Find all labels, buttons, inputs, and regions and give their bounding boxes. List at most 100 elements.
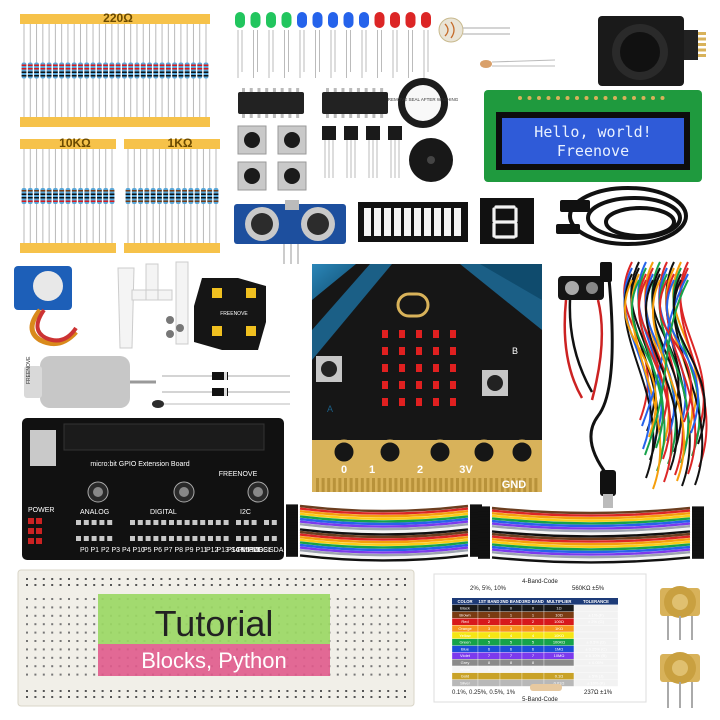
resistor-body (163, 188, 169, 204)
microbit-led (399, 330, 405, 338)
chart-cell: 6 (488, 646, 491, 651)
transistor (388, 126, 402, 140)
resistor-body (109, 188, 115, 204)
gpio-pin-label: P8 (175, 547, 184, 554)
gpio-board-brand: FREENOVE (219, 471, 258, 478)
transistor (366, 126, 380, 140)
chart-cell: 100KΩ (553, 640, 565, 645)
resistor-body (175, 188, 181, 204)
resistor-body (178, 62, 184, 79)
servo-horns (117, 261, 189, 349)
resistor-body (194, 188, 200, 204)
led (281, 12, 292, 28)
resistor-body (197, 62, 203, 79)
joystick-module (598, 16, 706, 86)
microbit-led (433, 364, 439, 372)
resistor-body (128, 62, 134, 79)
resistor-body (144, 188, 150, 204)
chart-cell: 2 (510, 619, 513, 624)
microbit-led (433, 330, 439, 338)
chart-header: 2ND BAND (500, 599, 522, 604)
microbit-pin-label: 1 (369, 464, 375, 476)
gpio-pin-label: P14 MISO (227, 547, 260, 554)
chart-cell: 6 (510, 646, 513, 651)
chart-bottom-label: 5-Band-Code (522, 697, 558, 703)
chart-cell: 0 (510, 606, 513, 611)
chart-cell: Violet (460, 653, 471, 658)
microbit-led (433, 347, 439, 355)
chart-top-right-label: 560KΩ ±5% (572, 586, 605, 592)
button-b-label: B (512, 346, 518, 356)
chart-cell: 8 (488, 660, 491, 665)
chart-top-label: 4-Band-Code (522, 579, 558, 585)
chart-cell: 1Ω (556, 606, 561, 611)
chart-cell: Brown (459, 612, 470, 617)
microbit-led (433, 381, 439, 389)
ultrasonic-sensor (234, 200, 346, 264)
microbit-board: A B (312, 264, 542, 492)
microbit-led (416, 398, 422, 406)
microbit-pin-label: 0 (341, 464, 347, 476)
chart-cell: 10KΩ (554, 633, 564, 638)
resistor-body (125, 188, 131, 204)
chart-cell: 4 (488, 633, 491, 638)
led (359, 12, 369, 28)
resistor-body (103, 188, 109, 204)
microbit-led (416, 330, 422, 338)
gpio-pin-label: P3 (112, 547, 121, 554)
potentiometer-2 (660, 652, 700, 708)
resistor-body (140, 62, 146, 79)
led (374, 12, 385, 28)
resistor-body (150, 188, 156, 204)
battery-clip (558, 276, 604, 401)
section-i2c: I2C (240, 509, 251, 516)
gpio-pin-label: P6 (154, 547, 163, 554)
tutorial-title: Tutorial (155, 603, 274, 644)
resistor-body (203, 62, 209, 79)
gpio-pin-label: P1 (91, 547, 100, 554)
resistor-body (157, 188, 162, 204)
microbit-led (416, 364, 422, 372)
microbit-led (399, 364, 405, 372)
led-row (235, 12, 431, 78)
chart-cell: 4 (532, 633, 535, 638)
chart-header: TOLERANCE (583, 599, 609, 604)
led (250, 12, 261, 28)
chart-cell: 1 (488, 612, 491, 617)
resistor-body (122, 62, 127, 79)
microbit-led (450, 364, 456, 372)
transistor (322, 126, 336, 140)
chart-cell: 10MΩ (554, 653, 565, 658)
tactile-button (237, 125, 267, 155)
active-buzzer: REMOVE SEAL AFTER WASHING (388, 78, 459, 128)
chart-cell: 1 (532, 612, 535, 617)
gpio-pin-label: P2 (101, 547, 110, 554)
resistor-body (78, 62, 83, 79)
breadboard: Tutorial Blocks, Python (17, 569, 415, 707)
chart-cell: 1KΩ (555, 626, 563, 631)
resistor-body (213, 188, 219, 204)
photoresistor (438, 17, 510, 43)
led (312, 12, 323, 28)
resistor-body (59, 188, 65, 204)
resistor-1k-label: 1KΩ (168, 136, 193, 150)
microbit-led (450, 381, 456, 389)
resistor-body (138, 188, 143, 204)
button-a-label: A (327, 404, 333, 414)
resistor-body (40, 62, 46, 79)
microbit-pin-label: 3V (459, 464, 473, 476)
microbit-pin-label: 2 (417, 464, 423, 476)
chart-header: 1ST BAND (479, 599, 500, 604)
resistor-body (115, 62, 121, 79)
microbit-led (416, 347, 422, 355)
resistor-body (201, 188, 206, 204)
chart-cell: ± 0.5% (D) (586, 640, 606, 645)
gpio-pin-label: SDA (269, 547, 284, 554)
microbit-pin-label: GND (502, 479, 527, 491)
chart-cell: Red (461, 619, 468, 624)
rgb-led-module: FREENOVE (194, 278, 266, 350)
chart-cell: 7 (488, 653, 491, 658)
chart-cell: ± 1% (F) (588, 612, 604, 617)
